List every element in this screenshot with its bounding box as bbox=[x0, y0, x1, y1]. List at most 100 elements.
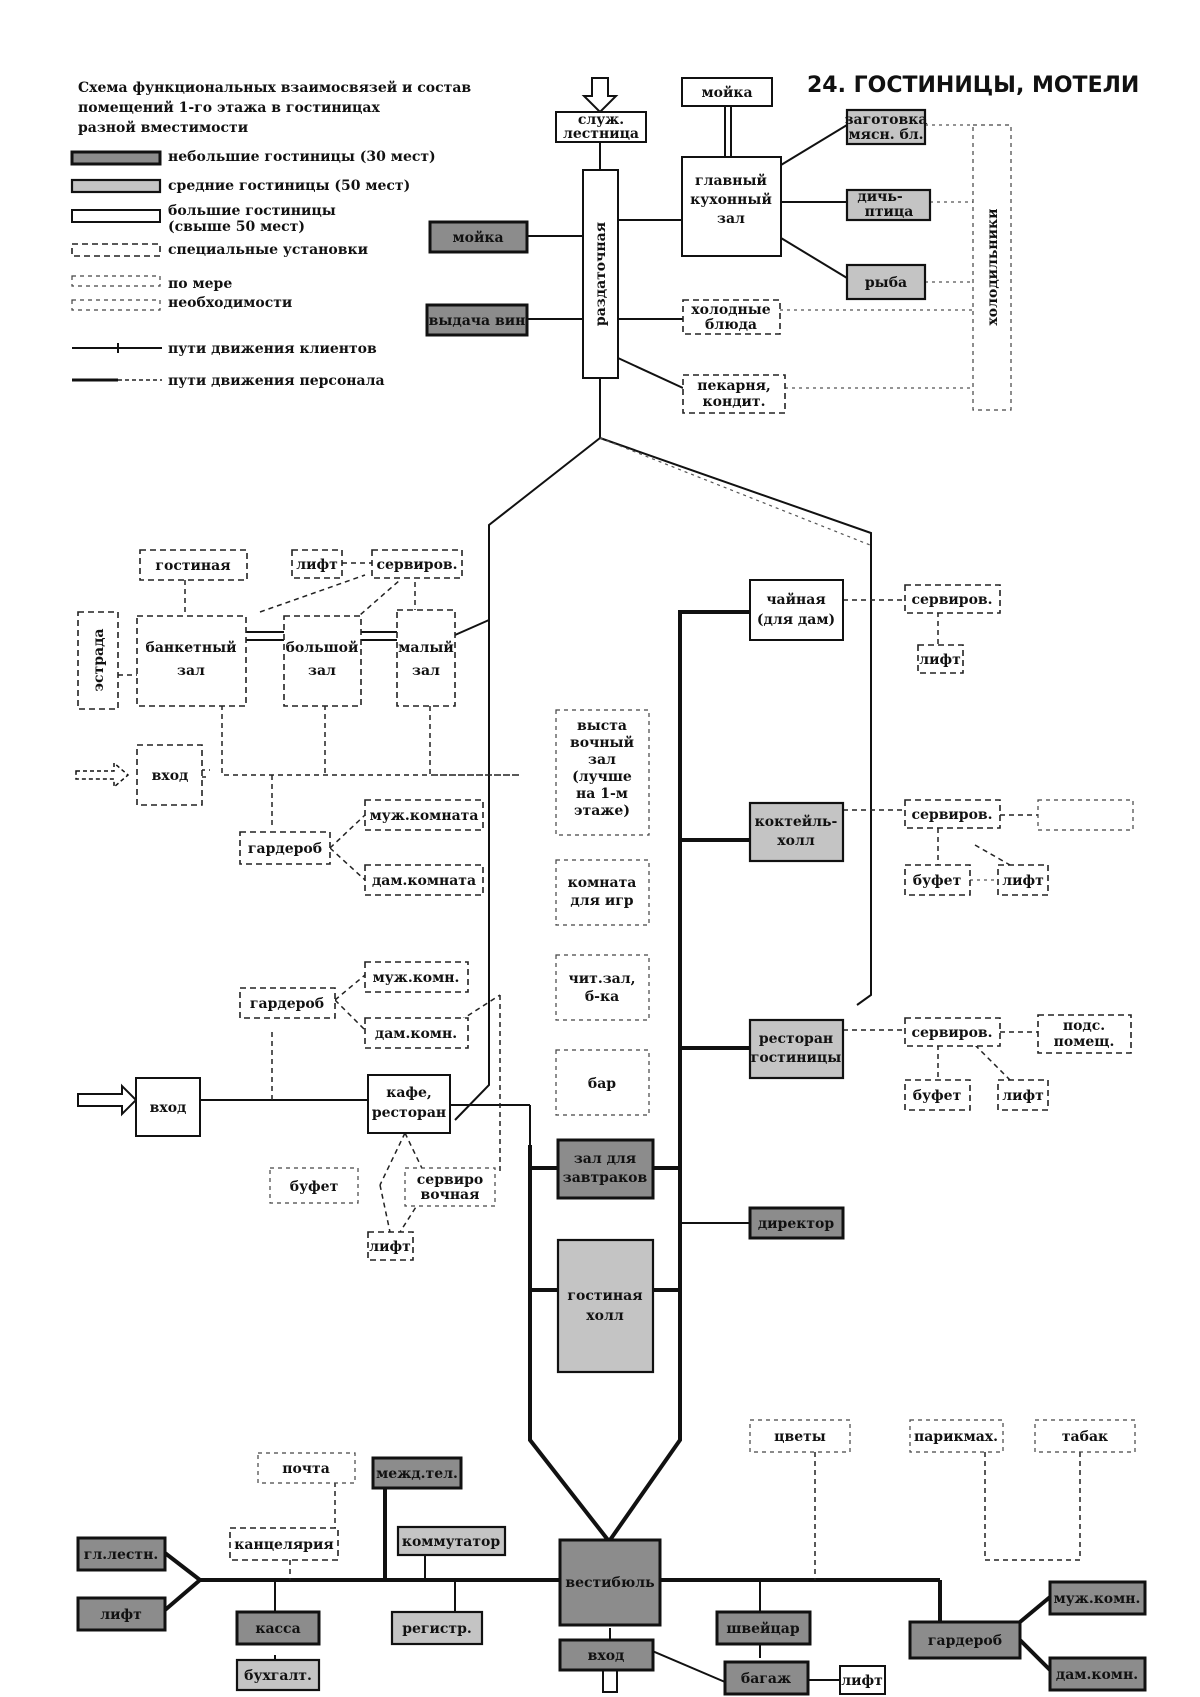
room-main-kitchen: главный кухонный зал bbox=[681, 156, 782, 257]
room-small-hall: малый зал bbox=[396, 609, 456, 707]
svg-text:ресторан: ресторан bbox=[372, 1105, 446, 1121]
svg-text:лестница: лестница bbox=[563, 126, 639, 142]
svg-text:гардероб: гардероб bbox=[250, 996, 324, 1012]
svg-text:гл.лестн.: гл.лестн. bbox=[84, 1547, 158, 1563]
room-lift-luggage: лифт bbox=[839, 1665, 886, 1695]
room-wine-service: выдача вин bbox=[425, 303, 529, 337]
svg-text:мойка: мойка bbox=[452, 229, 503, 246]
svg-text:комната: комната bbox=[568, 875, 637, 891]
room-exhibition-hall: выста вочный зал (лучше на 1-м этаже) bbox=[555, 709, 650, 836]
room-banquet-hall: банкетный зал bbox=[136, 615, 247, 707]
room-serving-tea: сервиров. bbox=[904, 584, 1001, 614]
svg-text:по мере: по мере bbox=[168, 276, 232, 292]
room-meat-prep: заготовка мясн. бл. bbox=[845, 108, 927, 146]
room-cloakroom-bottom: гардероб bbox=[908, 1620, 1022, 1660]
svg-text:регистр.: регистр. bbox=[402, 1621, 472, 1637]
arrow-service-stair bbox=[581, 77, 619, 114]
svg-text:сервиров.: сервиров. bbox=[911, 592, 992, 608]
svg-text:этаже): этаже) bbox=[574, 803, 630, 819]
svg-text:бухгалт.: бухгалт. bbox=[244, 1668, 312, 1684]
svg-text:выдача вин: выдача вин bbox=[429, 313, 526, 329]
legend-label-medium: средние гостиницы (50 мест) bbox=[168, 178, 410, 194]
svg-text:служ.: служ. bbox=[578, 112, 624, 128]
room-reading-room: чит.зал, б-ка bbox=[555, 954, 650, 1021]
svg-text:муж.комн.: муж.комн. bbox=[1054, 1591, 1141, 1607]
svg-text:(свыше 50 мест): (свыше 50 мест) bbox=[168, 219, 305, 235]
svg-text:сервиров.: сервиров. bbox=[911, 1025, 992, 1041]
room-lift-cocktail: лифт bbox=[997, 864, 1049, 896]
svg-text:касса: касса bbox=[255, 1621, 300, 1637]
svg-text:багаж: багаж bbox=[741, 1671, 791, 1687]
svg-text:главный: главный bbox=[695, 172, 767, 189]
room-tobacco: табак bbox=[1034, 1419, 1136, 1453]
legend-swatch-large bbox=[71, 209, 161, 223]
svg-text:кухонный: кухонный bbox=[690, 191, 772, 208]
svg-text:дам.комн.: дам.комн. bbox=[1056, 1667, 1138, 1683]
svg-text:холодильники: холодильники bbox=[985, 208, 1001, 325]
svg-text:муж.комната: муж.комната bbox=[370, 808, 479, 824]
room-lift-restaurant: лифт bbox=[997, 1079, 1049, 1111]
room-luggage: багаж bbox=[723, 1660, 810, 1696]
arrow-side-entrance bbox=[75, 761, 130, 789]
svg-text:лифт: лифт bbox=[100, 1607, 142, 1623]
room-lounge-hall: гостиная холл bbox=[556, 1238, 655, 1374]
svg-text:буфет: буфет bbox=[290, 1179, 339, 1195]
room-flowers: цветы bbox=[749, 1419, 851, 1453]
legend-swatch-small bbox=[70, 150, 162, 166]
room-game-room: комната для игр bbox=[555, 859, 650, 926]
svg-text:подс.: подс. bbox=[1063, 1018, 1105, 1034]
svg-text:буфет: буфет bbox=[913, 1088, 962, 1104]
legend-swatch-optional-2 bbox=[71, 299, 161, 311]
svg-text:большой: большой bbox=[286, 639, 359, 656]
svg-text:бар: бар bbox=[588, 1076, 616, 1092]
room-office: канцелярия bbox=[229, 1527, 339, 1561]
svg-text:лифт: лифт bbox=[841, 1673, 883, 1689]
svg-text:помещений 1-го этажа в гостини: помещений 1-го этажа в гостиницах bbox=[78, 99, 380, 116]
svg-text:лифт: лифт bbox=[1002, 873, 1044, 889]
svg-text:мясн. бл.: мясн. бл. bbox=[848, 127, 923, 143]
svg-text:чайная: чайная bbox=[766, 591, 825, 608]
svg-text:межд.тел.: межд.тел. bbox=[376, 1466, 458, 1482]
svg-text:зал для: зал для bbox=[574, 1151, 636, 1167]
room-dispatch: раздаточная bbox=[582, 169, 619, 379]
room-serving-cafe: сервиро вочная bbox=[404, 1167, 496, 1207]
legend-swatch-special bbox=[71, 243, 161, 257]
room-cocktail-hall: коктейль- холл bbox=[748, 801, 845, 863]
room-womens-mid: дам.комн. bbox=[364, 1017, 469, 1049]
svg-text:эстрада: эстрада bbox=[91, 629, 107, 692]
room-breakfast-hall: зал для завтраков bbox=[556, 1138, 655, 1200]
svg-text:парикмах.: парикмах. bbox=[914, 1429, 998, 1445]
svg-text:холодные: холодные bbox=[691, 302, 771, 318]
svg-text:блюда: блюда bbox=[705, 317, 757, 333]
room-bar: бар bbox=[555, 1049, 650, 1116]
svg-text:вестибюль: вестибюль bbox=[565, 1575, 654, 1591]
svg-text:почта: почта bbox=[282, 1461, 330, 1477]
room-lift-cafe: лифт bbox=[367, 1231, 414, 1261]
svg-text:сервиров.: сервиров. bbox=[376, 557, 457, 573]
svg-text:дам.комн.: дам.комн. bbox=[375, 1026, 457, 1042]
svg-text:вочная: вочная bbox=[421, 1187, 480, 1203]
svg-text:зал: зал bbox=[308, 663, 336, 679]
room-entrance-mid: вход bbox=[135, 1077, 201, 1137]
room-stage: эстрада bbox=[77, 611, 119, 710]
svg-text:лифт: лифт bbox=[296, 557, 338, 573]
room-bakery: пекарня, кондит. bbox=[682, 374, 786, 414]
svg-text:буфет: буфет bbox=[913, 873, 962, 889]
room-mens-bottom: муж.комн. bbox=[1048, 1580, 1147, 1616]
legend-swatch-optional-1 bbox=[71, 275, 161, 287]
room-unlabeled-optional bbox=[1037, 799, 1134, 831]
svg-text:малый: малый bbox=[398, 639, 454, 656]
svg-text:вход: вход bbox=[152, 768, 189, 784]
legend-staff-path-label: пути движения персонала bbox=[168, 373, 385, 389]
svg-text:разной вместимости: разной вместимости bbox=[78, 119, 248, 136]
room-cloakroom-upper: гардероб bbox=[239, 831, 331, 865]
svg-text:коктейль-: коктейль- bbox=[755, 813, 838, 830]
svg-text:(лучше: (лучше bbox=[572, 769, 632, 785]
room-womens-upper: дам.комната bbox=[364, 864, 484, 896]
room-hotel-restaurant: ресторан гостиницы bbox=[748, 1018, 845, 1080]
room-tea-room: чайная (для дам) bbox=[749, 579, 844, 641]
svg-text:рыба: рыба bbox=[865, 275, 907, 291]
svg-text:зал: зал bbox=[717, 211, 745, 227]
room-refrigerators: холодильники bbox=[972, 124, 1012, 411]
